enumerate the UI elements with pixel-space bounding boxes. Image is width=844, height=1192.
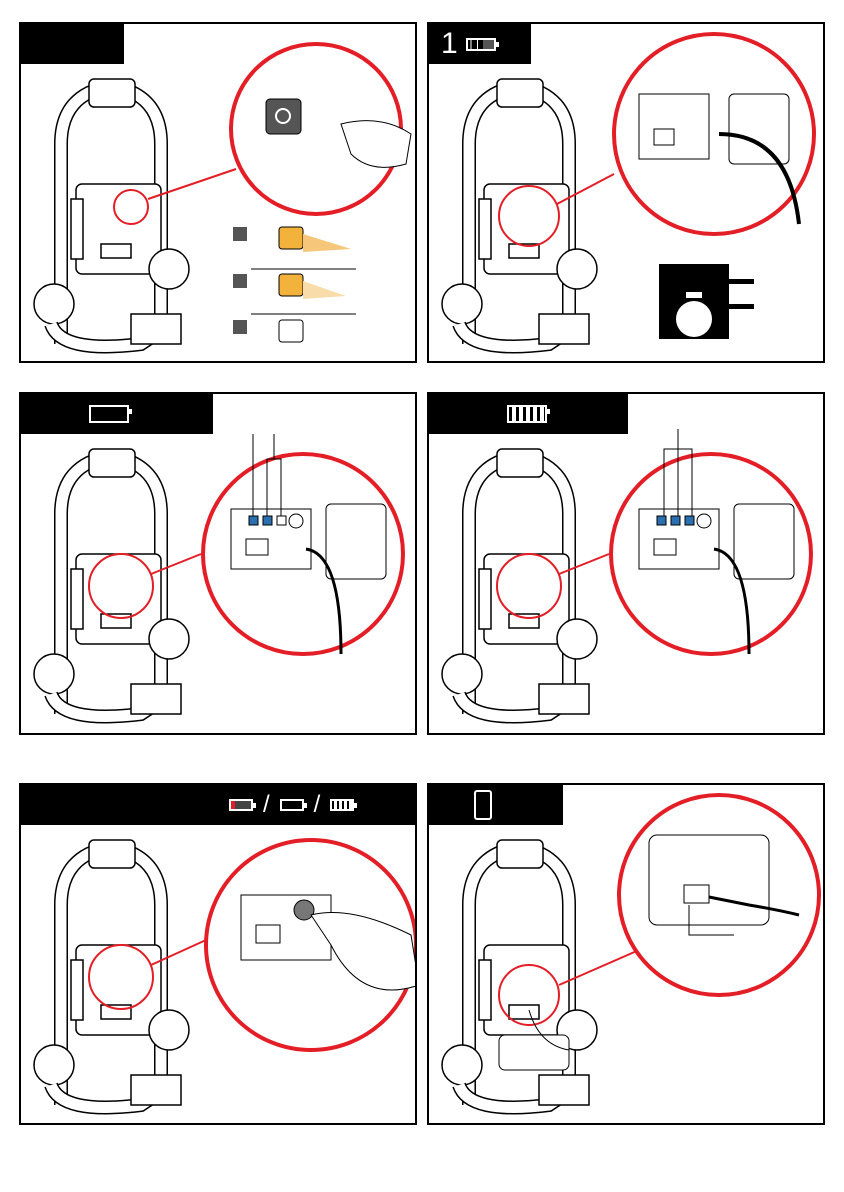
- panel-tab: 1: [429, 24, 531, 64]
- panel-tab: [21, 24, 124, 64]
- lamp-illustration: [33, 434, 405, 724]
- panel-battery-check: / /: [19, 783, 417, 1125]
- panel-tab: [429, 394, 628, 434]
- divider-icon: /: [313, 791, 321, 818]
- panel-power-on: [19, 22, 417, 363]
- panel-charging-time: 1: [427, 22, 825, 363]
- led-indicator: [684, 515, 695, 526]
- panel-fully-charged: [427, 392, 825, 735]
- smartphone-icon: [474, 790, 492, 820]
- battery-full-icon: [330, 799, 358, 811]
- led-indicator: [670, 515, 681, 526]
- divider-icon: /: [263, 791, 270, 818]
- lamp-illustration: [441, 429, 813, 724]
- panel-charging: [19, 392, 417, 735]
- panel-tab: [429, 785, 563, 825]
- battery-full-icon: [507, 405, 550, 423]
- lamp-illustration: [441, 32, 816, 354]
- tab-label: 1: [441, 27, 458, 60]
- led-indicator: [656, 515, 667, 526]
- battery-low-icon: [229, 799, 256, 811]
- panel-powerbank: [427, 783, 825, 1125]
- charger-timer-icon: [659, 264, 754, 339]
- lamp-illustration: [441, 793, 821, 1115]
- panel-tab: / /: [21, 785, 415, 825]
- lamp-illustration: [33, 42, 412, 354]
- power-icon: [275, 108, 291, 124]
- led-indicator: [276, 515, 287, 526]
- zoom-circle: [612, 32, 816, 236]
- hand-icon: [310, 912, 415, 991]
- panel-tab: [21, 394, 213, 434]
- led-indicator: [262, 515, 273, 526]
- battery-charging-icon: [279, 799, 307, 811]
- battery-partial-icon: [465, 37, 499, 51]
- smartphone-icon: [498, 1034, 570, 1071]
- hand-icon: [340, 120, 412, 168]
- led-indicator: [248, 515, 259, 526]
- battery-charging-icon: [89, 405, 132, 423]
- brightness-steps: [233, 226, 356, 343]
- lamp-illustration: [33, 838, 415, 1115]
